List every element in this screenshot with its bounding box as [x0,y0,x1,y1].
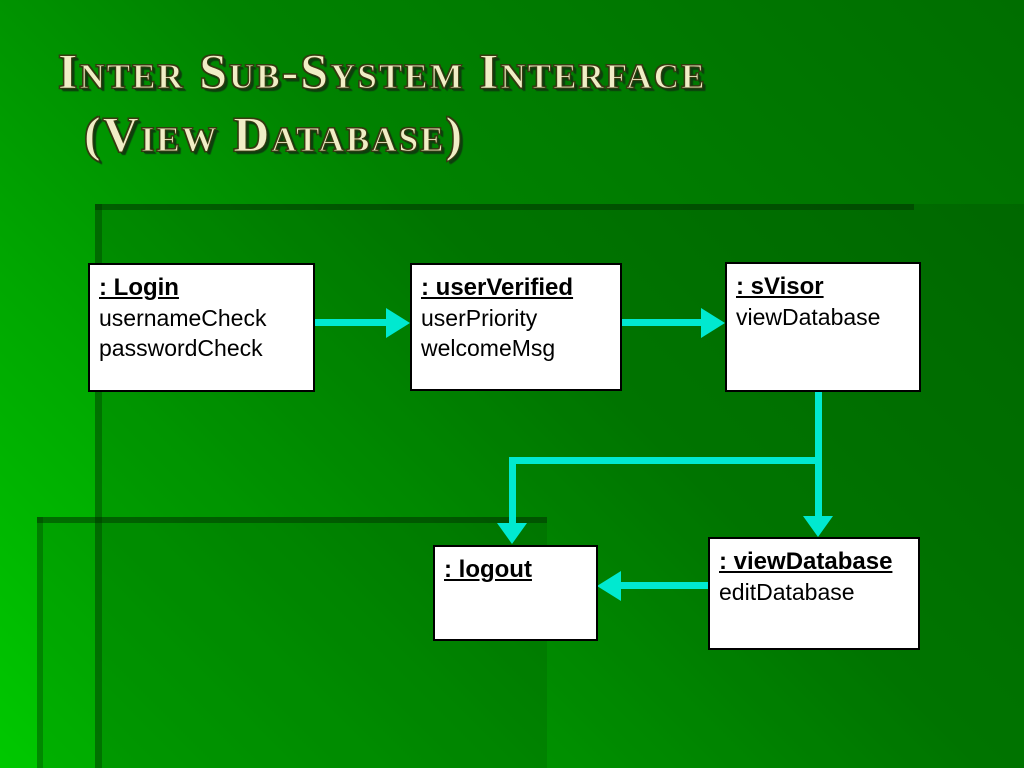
object-node-login-attribute: passwordCheck [99,335,263,361]
connector-svisor-to-logout-branch-line [509,457,822,464]
object-node-login-title: : Login [99,274,179,301]
object-node-login: : Login usernameCheck passwordCheck [88,263,315,392]
connector-login-to-userverified-arrowhead [386,308,410,338]
object-node-userverified-attribute: welcomeMsg [421,335,556,361]
object-node-viewdatabase-attribute: editDatabase [719,579,855,605]
object-node-viewdatabase: : viewDatabase editDatabase [708,537,920,650]
connector-svisor-to-viewdatabase-line [815,391,822,518]
object-node-svisor-title: : sVisor [736,273,824,300]
connector-svisor-to-logout-drop-line [509,457,516,524]
object-node-login-attribute: usernameCheck [99,305,267,331]
connector-svisor-to-viewdatabase-arrowhead [803,516,833,537]
object-node-svisor: : sVisor viewDatabase [725,262,921,392]
object-node-logout-title: : logout [444,556,532,583]
connector-userverified-to-svisor-line [622,319,704,326]
object-node-viewdatabase-title: : viewDatabase [719,548,893,575]
connector-userverified-to-svisor-arrowhead [701,308,725,338]
slide-title-line-2: (View Database) [84,106,465,163]
background-shadow-panel-main-top-edge [95,204,914,210]
object-node-userverified-title: : userVerified [421,274,574,301]
connector-viewdatabase-to-logout-arrowhead [597,571,621,601]
slide-title: Inter Sub-System Interface (View Databas… [58,40,998,166]
object-node-userverified: : userVerified userPriority welcomeMsg [410,263,622,391]
slide-title-line-1: Inter Sub-System Interface [58,43,707,100]
object-node-svisor-attribute: viewDatabase [736,304,881,330]
connector-viewdatabase-to-logout-line [619,582,708,589]
connector-svisor-to-logout-arrowhead [497,523,527,544]
object-node-logout: : logout [433,545,598,641]
background-shadow-panel-lower-left-edge [37,517,43,768]
background-shadow-panel-lower-top-edge [37,517,547,523]
connector-login-to-userverified-line [315,319,389,326]
background-shadow-panel-main-left-edge [95,204,102,768]
object-node-userverified-attribute: userPriority [421,305,538,331]
